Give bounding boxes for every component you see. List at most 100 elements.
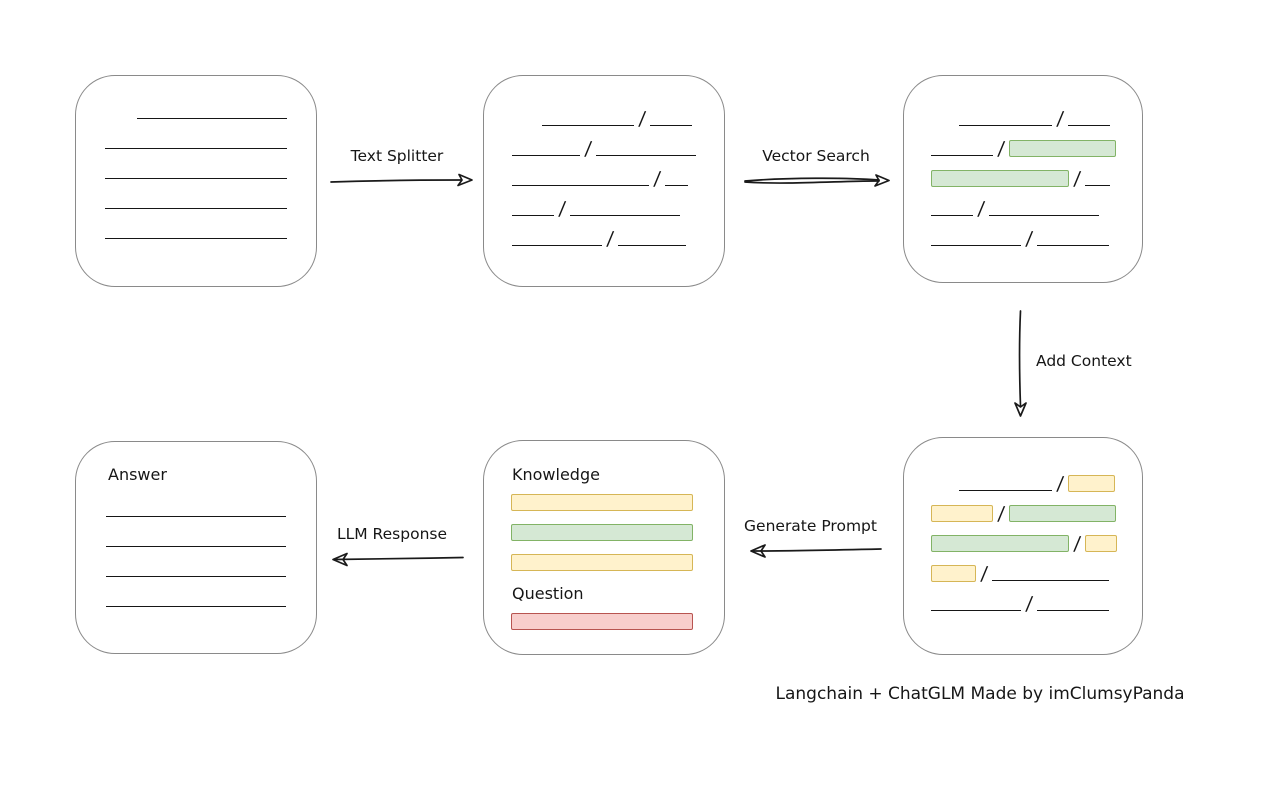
slash-separator: / bbox=[979, 563, 989, 585]
document-box bbox=[75, 75, 317, 287]
text-line bbox=[512, 215, 554, 216]
content-row: / bbox=[931, 168, 1142, 190]
context-chunks-box: / / / / / bbox=[903, 437, 1143, 655]
slash-separator: / bbox=[557, 198, 567, 220]
matched-chunk-bar bbox=[1009, 505, 1117, 522]
text-line bbox=[931, 245, 1021, 246]
text-line bbox=[665, 185, 689, 186]
content-row: / bbox=[512, 228, 724, 250]
context-chunk-bar bbox=[511, 554, 693, 571]
text-line bbox=[1037, 610, 1110, 611]
content-row: / bbox=[931, 533, 1142, 555]
document-lines bbox=[105, 102, 316, 240]
llm-response-label: LLM Response bbox=[336, 525, 447, 543]
text-line bbox=[105, 178, 287, 179]
content-row: / bbox=[931, 593, 1142, 615]
slash-separator: / bbox=[1055, 108, 1065, 130]
content-row bbox=[106, 560, 316, 578]
content-row bbox=[105, 222, 316, 240]
slash-separator: / bbox=[996, 138, 1006, 160]
content-row: / bbox=[931, 563, 1142, 585]
vector-search-arrow bbox=[744, 174, 890, 187]
content-row: / bbox=[512, 108, 724, 130]
llm-response-arrow bbox=[332, 552, 464, 567]
text-line bbox=[512, 185, 649, 186]
matched-chunk-bar bbox=[1009, 140, 1117, 157]
context-chunk-bar bbox=[1068, 475, 1116, 492]
caption: Langchain + ChatGLM Made by imClumsyPand… bbox=[775, 684, 1185, 704]
content-row bbox=[511, 493, 724, 511]
text-splitter-arrow bbox=[330, 173, 473, 187]
text-line bbox=[618, 245, 687, 246]
text-line bbox=[106, 516, 286, 517]
text-line bbox=[105, 238, 287, 239]
text-line bbox=[989, 215, 1100, 216]
content-row bbox=[105, 132, 316, 150]
text-line bbox=[992, 580, 1110, 581]
text-line bbox=[106, 546, 286, 547]
answer-lines bbox=[106, 500, 316, 608]
content-row: / bbox=[931, 138, 1142, 160]
content-row bbox=[106, 590, 316, 608]
text-line bbox=[570, 215, 681, 216]
text-line bbox=[650, 125, 693, 126]
knowledge-title: Knowledge bbox=[512, 465, 600, 484]
content-row bbox=[511, 612, 724, 630]
context-chunk-bar bbox=[511, 494, 693, 511]
content-row bbox=[105, 162, 316, 180]
text-line bbox=[106, 606, 286, 607]
text-line bbox=[931, 610, 1021, 611]
slash-separator: / bbox=[1024, 228, 1034, 250]
content-row: / bbox=[931, 198, 1142, 220]
matched-chunk-bar bbox=[511, 524, 693, 541]
text-line bbox=[931, 155, 993, 156]
content-row: / bbox=[512, 138, 724, 160]
text-line bbox=[931, 215, 973, 216]
content-row bbox=[105, 192, 316, 210]
text-line bbox=[512, 155, 580, 156]
context-chunk-bar bbox=[931, 565, 976, 582]
add-context-label: Add Context bbox=[1036, 352, 1132, 370]
content-row bbox=[106, 500, 316, 518]
slash-separator: / bbox=[996, 503, 1006, 525]
content-row: / bbox=[512, 198, 724, 220]
text-line bbox=[959, 125, 1052, 126]
text-line bbox=[512, 245, 602, 246]
text-line bbox=[105, 148, 287, 149]
text-line bbox=[105, 208, 287, 209]
text-chunks-box: / / / / / bbox=[483, 75, 725, 287]
text-line bbox=[959, 490, 1052, 491]
text-line bbox=[596, 155, 697, 156]
content-row bbox=[511, 553, 724, 571]
slash-separator: / bbox=[976, 198, 986, 220]
text-line bbox=[106, 576, 286, 577]
slash-separator: / bbox=[605, 228, 615, 250]
prompt-box: Knowledge Question bbox=[483, 440, 725, 655]
context-chunk-bar bbox=[1085, 535, 1118, 552]
matched-chunk-bar bbox=[931, 170, 1069, 187]
content-row: / bbox=[931, 473, 1142, 495]
text-line bbox=[1085, 185, 1111, 186]
content-row: / bbox=[931, 108, 1142, 130]
matched-chunk-lines: / / / / / bbox=[931, 108, 1142, 250]
content-row: / bbox=[931, 503, 1142, 525]
answer-box: Answer bbox=[75, 441, 317, 654]
content-row bbox=[105, 102, 316, 120]
context-chunk-bar bbox=[931, 505, 993, 522]
content-row: / bbox=[512, 168, 724, 190]
knowledge-bars bbox=[511, 493, 724, 571]
text-splitter-label: Text Splitter bbox=[350, 147, 444, 165]
add-context-arrow bbox=[1014, 310, 1027, 417]
vector-search-label: Vector Search bbox=[762, 147, 870, 165]
slash-separator: / bbox=[652, 168, 662, 190]
text-line bbox=[137, 118, 287, 119]
slash-separator: / bbox=[637, 108, 647, 130]
text-chunk-lines: / / / / / bbox=[512, 108, 724, 250]
context-chunk-lines: / / / / / bbox=[931, 473, 1142, 615]
slash-separator: / bbox=[583, 138, 593, 160]
question-bars bbox=[511, 612, 724, 630]
question-title: Question bbox=[512, 584, 584, 603]
slash-separator: / bbox=[1072, 168, 1082, 190]
text-line bbox=[542, 125, 634, 126]
